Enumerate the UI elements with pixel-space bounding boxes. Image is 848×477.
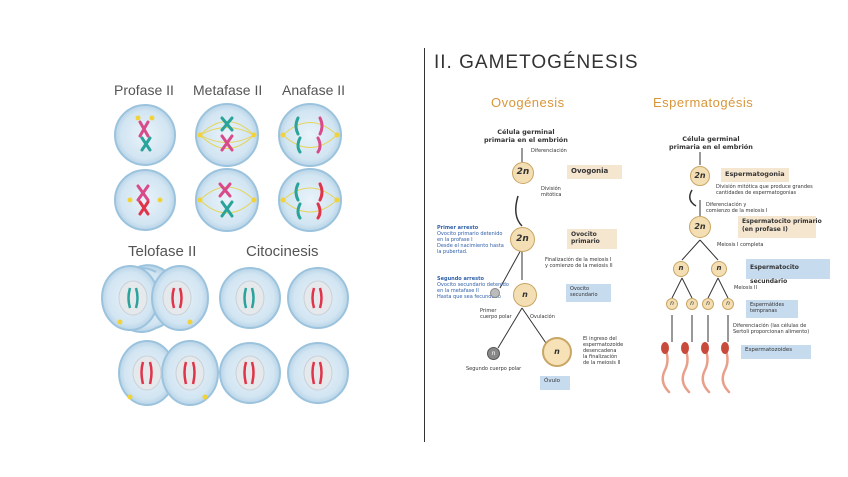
espermatocito-secundario-cell-a: n xyxy=(673,261,689,277)
espermatozoides-illustration xyxy=(661,342,731,394)
espermatidas-box: Espermátides tempranas xyxy=(746,300,798,318)
cell-anafase-2 xyxy=(278,168,342,232)
ovocito-secundario-cell: n xyxy=(513,283,537,307)
cell-citocinesis-2 xyxy=(219,342,349,404)
label-anafase-ii: Anafase II xyxy=(282,82,346,98)
ovo-origin: Célula germinal primaria en el embrión xyxy=(484,128,568,144)
espermatocito-primario-cell: 2n xyxy=(689,216,711,238)
cell-telofase-2 xyxy=(118,340,219,406)
label-metafase-ii: Metafase II xyxy=(193,82,263,98)
cell-profase-1 xyxy=(114,104,176,166)
primer-cuerpo-polar-cell xyxy=(490,288,500,298)
ingreso-esperma-label: El ingreso del espermatozoide desencaden… xyxy=(583,336,624,366)
espermatida-cell-2: n xyxy=(686,298,698,310)
espermatogenesis-title: Espermatogésis xyxy=(653,95,754,110)
espermatogenesis-diagram-lines xyxy=(671,152,729,342)
cell-metafase-2 xyxy=(195,168,259,232)
meiosis-illustration xyxy=(101,103,349,406)
ovo-division-mitotica: División mitótica xyxy=(541,186,562,198)
slide-title: II. GAMETOGÉNESIS xyxy=(434,52,639,73)
espermatida-cell-1: n xyxy=(666,298,678,310)
ovocito-primario-cell: 2n xyxy=(510,227,535,252)
finalizacion-meiosis1: Finalización de la meiosis I y comienzo … xyxy=(545,257,613,269)
segundo-arresto-title: Segundo arresto xyxy=(437,276,484,282)
espermatocito-secundario-cell-b: n xyxy=(711,261,727,277)
ovulo-cell: n xyxy=(542,337,572,367)
cell-citocinesis-1 xyxy=(219,267,349,329)
espermatocito-primario-box: Espermatocito primario (en profase I) xyxy=(738,216,822,238)
cell-telofase-1 xyxy=(101,264,209,333)
label-profase-ii: Profase II xyxy=(114,82,174,98)
label-citocinesis: Citocinesis xyxy=(246,243,319,260)
ovogonia-cell: 2n xyxy=(512,162,534,184)
esp-diferenciacion-desc: Diferenciación y comienzo de la meiosis … xyxy=(706,202,768,214)
esp-division-desc: División mitótica que produce grandes ca… xyxy=(716,184,813,196)
ovocito-primario-box: Ovocito primario xyxy=(567,229,617,249)
ovo-diferenciacion: Diferenciación xyxy=(531,148,567,154)
meiosis2-label: Meiosis II xyxy=(734,285,757,291)
ovogenesis-diagram-lines xyxy=(497,148,549,349)
label-telofase-ii: Telofase II xyxy=(128,243,197,260)
esp-origin: Célula germinal primaria en el embrión xyxy=(669,135,753,151)
segundo-arresto-desc: Ovocito secundario detenido en la metafa… xyxy=(437,282,509,300)
meiosis1-completa: Meiosis I completa xyxy=(717,242,764,248)
ovulacion-label: Ovulación xyxy=(530,314,555,320)
cell-profase-2 xyxy=(114,169,176,231)
espermatida-cell-4: n xyxy=(722,298,734,310)
ovogenesis-title: Ovogénesis xyxy=(491,95,565,110)
cell-metafase-1 xyxy=(195,103,259,167)
espermatogonia-cell: 2n xyxy=(690,166,710,186)
espermatida-cell-3: n xyxy=(702,298,714,310)
cell-anafase-1 xyxy=(278,103,342,167)
vertical-divider xyxy=(424,48,425,442)
segundo-cuerpo-polar-cell: n xyxy=(487,347,500,360)
ovulo-box: Óvulo xyxy=(540,376,570,390)
diferenciacion-celulas: Diferenciación (las células de Sertoli p… xyxy=(733,323,810,335)
ovogonia-box: Ovogonia xyxy=(567,165,622,179)
primer-arresto-desc: Ovocito primario detenido en la profase … xyxy=(437,231,504,255)
primer-cuerpo-polar-label: Primer cuerpo polar xyxy=(480,308,512,320)
espermatozoides-box: Espermatozoides xyxy=(741,345,811,359)
espermatogonia-box: Espermatogonia xyxy=(721,168,789,182)
ovocito-secundario-box: Ovocito secundario xyxy=(566,284,611,302)
primer-arresto-title: Primer arresto xyxy=(437,225,479,231)
espermatocito-secundario-box: Espermatocito secundario xyxy=(746,259,830,285)
segundo-cuerpo-polar-label: Segundo cuerpo polar xyxy=(466,366,522,372)
